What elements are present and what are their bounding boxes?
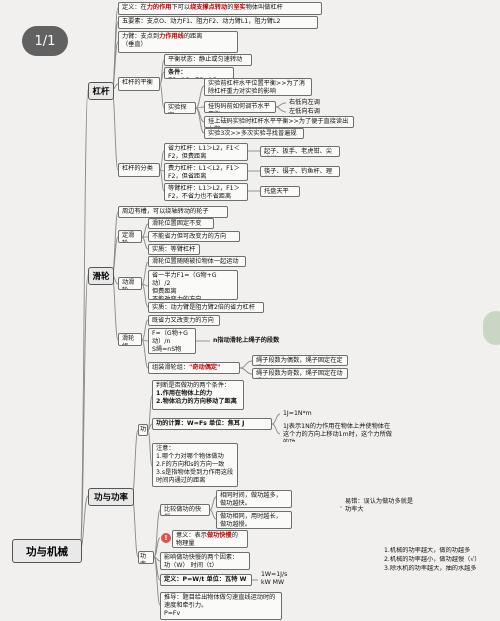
speed-item-1: 相同时间，做功越多，做功越快。 xyxy=(216,490,292,508)
balance-condition: 条件：F1×L1=F2×L2 xyxy=(164,67,234,79)
pulley-group-node: 滑轮组 xyxy=(118,333,142,346)
work-power-node: 功与功率 xyxy=(88,488,134,506)
moving-item-2: 省一半力F1=（G物+G动）/2 但费距离 不能改变力的方向 xyxy=(148,270,238,300)
confuse-note: 易错：误认为做功多就是功率大 xyxy=(345,498,414,513)
speed-item-2: 做功相同，用时越长，做功越慢。 xyxy=(216,511,292,529)
class-force-wasting-examples: 筷子、镊子、钓鱼杆、理发剪 xyxy=(260,166,340,177)
class-equal-arm-examples: 托盘天平 xyxy=(260,186,300,197)
class-force-saving-examples: 起子、扳手、老虎钳、尖嘴钳 xyxy=(260,146,340,157)
fixed-item-3: 实质：等臂杠杆 xyxy=(148,244,200,255)
power-meaning: 意义：表示做功快慢的物理量 xyxy=(172,530,248,548)
moving-item-1: 滑轮位置随随被拉物体一起运动 xyxy=(148,256,246,267)
pulley-node: 滑轮 xyxy=(88,267,114,285)
joule-unit: 1J=1N*m xyxy=(283,410,312,417)
experiment-item-1: 实验前杠杆水平位置平衡>>为了消除杠杆重力对实验的影响 xyxy=(204,78,312,96)
balance-state: 平衡状态：静止或匀速转动 xyxy=(164,54,252,66)
fixed-item-1: 滑轮位置固定不变 xyxy=(148,218,214,229)
experiment-item-2: 挂钩码前如何调节水平平衡： xyxy=(204,101,276,113)
lever-arm: 力臂：支点到力作用线的距离 （垂直） xyxy=(118,31,238,53)
experiment-item-3: 挂上砝码实验时杠杆水平平衡>>为了便于直接读出力臂 xyxy=(204,116,354,128)
group-both: 既省力又改变力的方向 xyxy=(148,315,220,326)
lever-five-elements: 五要素：支点O、动力F1、阻力F2、动力臂L1，阻力臂L2 xyxy=(118,16,318,29)
balance-experiment: 实验探究： xyxy=(164,102,196,114)
fact-3: 3.除水机的功率越大，抽的水越多 xyxy=(384,565,477,572)
watt-unit: 1W=1J/s kW MW xyxy=(261,571,288,586)
pulley-definition: 周边有槽，可以绕轴转动的轮子 xyxy=(118,206,228,218)
compare-speed: 比较做功的快慢 xyxy=(160,504,210,516)
group-n-note: n指动滑轮上绳子的段数 xyxy=(213,337,280,344)
group-assemble: 组装滑轮组："奇动偶定" xyxy=(148,362,240,374)
power-definition: 定义：P=W/t 单位：瓦特 W xyxy=(160,574,252,586)
root-node: 功与机械 xyxy=(12,539,82,563)
lever-definition: 定义：在力的作用下可以绕支撑点转动的坚实物体叫做杠杆 xyxy=(118,2,322,15)
group-rule-odd: 绳子段数为奇数，绳子固定在动滑轮上 xyxy=(252,368,348,379)
work-calc: 功的计算：W=Fs 单位：焦耳 J xyxy=(152,418,272,430)
class-force-wasting: 费力杠杆：L1＜L2，F1＞F2，但省距离 xyxy=(164,163,248,181)
moving-item-3: 实质：动力臂是阻力臂2倍的省力杠杆 xyxy=(148,302,264,313)
class-equal-arm: 等臂杠杆：L1＞L2，F1＞F2，不省力也不省距离 xyxy=(164,183,248,201)
work-notes: 注意： 1.哪个力对哪个物体做功 2.F的方向和s的方向一致 3.s是指物体受到… xyxy=(152,443,238,487)
power-factors: 影响做功快慢的两个因素： 功（W） 时间（t） xyxy=(160,552,250,570)
lever-balance-node: 杠杆的平衡 xyxy=(118,77,160,91)
avatar xyxy=(483,311,500,345)
group-rule-even: 绳子段数为偶数，绳子固定在定滑轮上 xyxy=(252,355,348,366)
fact-2: 2.机械的功率越小，做功越慢（√） xyxy=(384,556,480,563)
power-node: 功率 xyxy=(138,551,154,564)
adjust-left-low: 左低向右调 xyxy=(289,108,320,115)
joule-meaning: 1J表示1N的力作用在物体上并使物体在这个力的方向上移动1m时，这个力所做的功 xyxy=(283,423,392,442)
lever-classes-node: 杠杆的分类 xyxy=(118,163,160,177)
alert-icon: ! xyxy=(161,533,171,543)
page-indicator[interactable]: 1/1 xyxy=(22,26,68,56)
work-node: 功 xyxy=(138,424,148,436)
class-force-saving: 省力杠杆：L1＞L2，F1＜F2，但费距离 xyxy=(164,143,248,161)
experiment-item-4: 实验3次>>多次实验寻找普遍规律 xyxy=(204,128,304,139)
fixed-pulley-node: 定滑轮 xyxy=(118,230,142,243)
adjust-right-low: 右低向左调 xyxy=(289,99,320,106)
fact-1: 1.机械的功率越大，做的功越多 xyxy=(384,547,471,554)
power-derive: 推导：题目给出物体做匀速直线运动时的速度和牵引力。 P=Fv xyxy=(160,592,282,620)
fixed-item-2: 不能省力但可改变力的方向 xyxy=(148,231,240,242)
lever-node: 杠杆 xyxy=(88,82,114,100)
group-formula: F=（G物+G动）/n S绳=nS物 V绳=nV物 xyxy=(148,328,196,354)
moving-pulley-node: 动滑轮 xyxy=(118,277,142,290)
work-conditions: 判断是否做功的两个条件： 1.作用在物体上的力 2.物体沿力的方向移动了距离 xyxy=(152,380,244,410)
